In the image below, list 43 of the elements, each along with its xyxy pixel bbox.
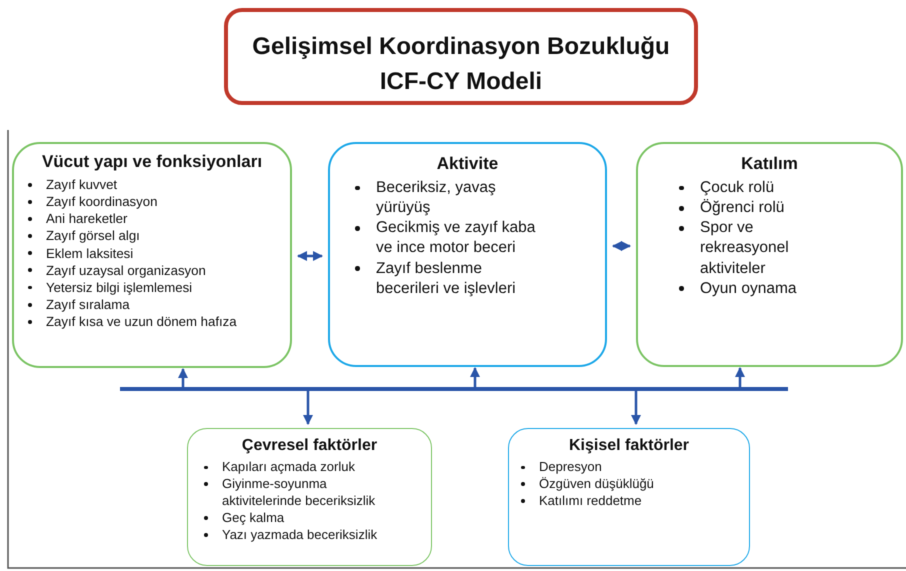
- bullet-item: Zayıf kuvvet: [46, 177, 118, 192]
- category-box: [328, 142, 607, 367]
- title-box: [224, 8, 698, 105]
- title-text: Gelişimsel Koordinasyon Bozukluğu ICF-CY Modeli: [251, 32, 671, 97]
- bullet-item: Çocuk rolü: [700, 179, 774, 196]
- arrow: [612, 241, 631, 251]
- bullet-item: Ani hareketler: [46, 211, 128, 226]
- arrow: [297, 251, 323, 261]
- bullet-item: Yazı yazmada beceriksizlik: [222, 526, 378, 542]
- box-heading: Çevresel faktörler: [240, 437, 378, 455]
- bullet-item: Beceriksiz, yavaş yürüyüş: [376, 179, 496, 216]
- box-heading: Kişisel faktörler: [568, 437, 690, 455]
- bullet-item: Katılımı reddetme: [539, 492, 642, 508]
- bullet-item: Zayıf kısa ve uzun dönem hafıza: [46, 314, 237, 330]
- box-heading: Vücut yapı ve fonksiyonları: [40, 152, 264, 172]
- bullet-item: Zayıf koordinasyon: [46, 194, 158, 210]
- bullet-item: Kapıları açmada zorluk: [222, 459, 355, 474]
- bullet-item: Zayıf sıralama: [46, 297, 130, 312]
- arrow: [631, 388, 641, 425]
- bullet-item: Zayıf görsel algı: [46, 228, 140, 244]
- category-box: [636, 142, 903, 367]
- category-box: [187, 428, 432, 566]
- bullet-item: Eklem laksitesi: [46, 246, 134, 261]
- bullet-item: Zayıf beslenme becerileri ve işlevleri: [376, 260, 516, 297]
- bullet-item: Zayıf uzaysal organizasyon: [46, 262, 206, 278]
- bullet-item: Yetersiz bilgi işlemlemesi: [46, 280, 192, 295]
- bullet-item: Depresyon: [539, 459, 602, 474]
- box-heading: Katılım: [740, 154, 799, 174]
- bullet-item: Geç kalma: [222, 510, 284, 525]
- bus-bar: [120, 387, 788, 390]
- arrow: [470, 367, 480, 389]
- bullet-item: Özgüven düşüklüğü: [539, 476, 654, 491]
- bullet-item: Gecikmiş ve zayıf kaba ve ince motor beceri: [376, 219, 536, 256]
- bullet-item: Giyinme-soyunma aktivitelerinde beceriksizlik: [222, 476, 376, 508]
- box-heading: Aktivite: [436, 154, 500, 174]
- arrow: [303, 388, 313, 425]
- bullet-item: Oyun oynama: [700, 280, 796, 297]
- category-box: [508, 428, 750, 566]
- arrow: [735, 367, 745, 389]
- bullet-item: Öğrenci rolü: [700, 199, 784, 216]
- category-box: [12, 142, 292, 368]
- bullet-item: Spor ve rekreasyonel aktiviteler: [700, 219, 789, 277]
- arrow: [178, 368, 188, 389]
